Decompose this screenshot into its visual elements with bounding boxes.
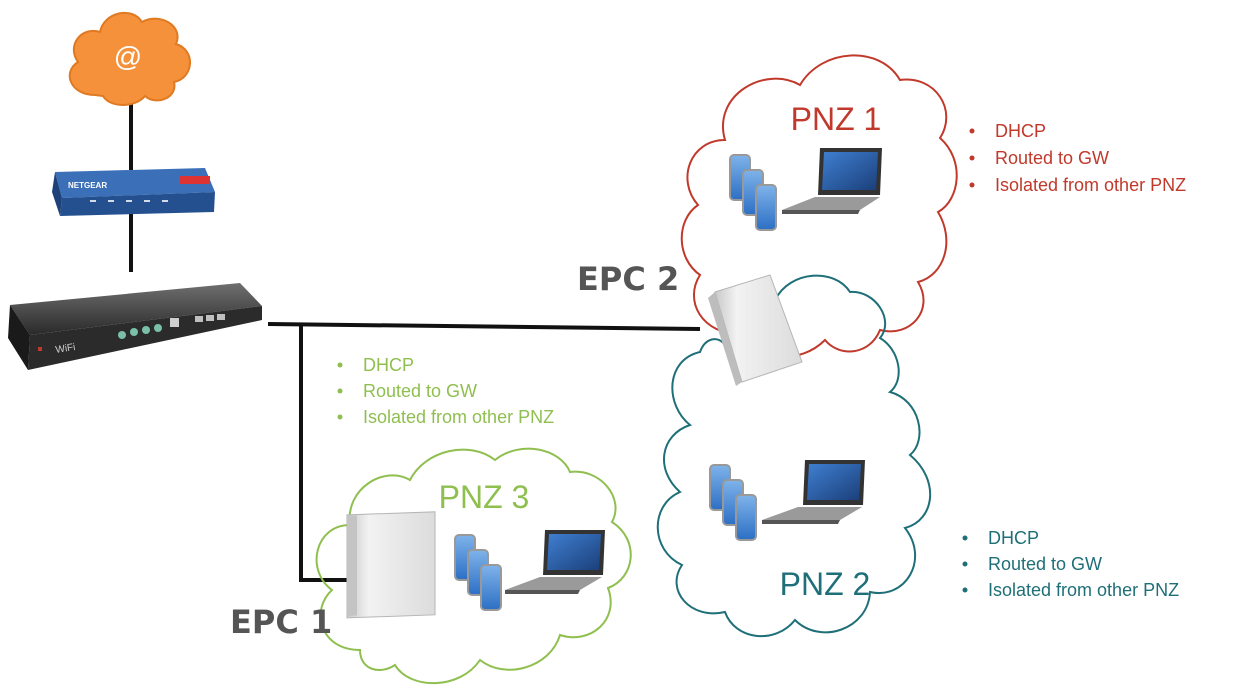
epc1-label: EPC 1: [230, 603, 332, 641]
at-icon: @: [114, 41, 142, 72]
pnz2-bullet-1: DHCP: [988, 528, 1039, 548]
pnz2-bullet-2: Routed to GW: [988, 554, 1102, 574]
connection-lines: [129, 100, 701, 582]
pnz3-devices: [454, 530, 605, 611]
pnz1-bullets: DHCP Routed to GW Isolated from other PN…: [969, 121, 1186, 195]
pnz1-title: PNZ 1: [791, 101, 882, 137]
pnz2-bullet-3: Isolated from other PNZ: [988, 580, 1179, 600]
pnz3-cloud: [315, 447, 632, 685]
epc2-label: EPC 2: [577, 260, 679, 298]
epc2-access-point: [708, 274, 803, 386]
phone-icon: [709, 464, 757, 541]
phone-icon: [454, 534, 502, 611]
epc1-access-point: [346, 511, 436, 619]
pnz1-devices: [729, 148, 882, 231]
pnz3-bullet-1: DHCP: [363, 355, 414, 375]
pnz3-bullet-3: Isolated from other PNZ: [363, 407, 554, 427]
pnz2-cloud: [656, 274, 932, 638]
controller-device: WiFi: [8, 283, 262, 370]
laptop-icon: [782, 148, 882, 214]
pnz2-devices: [709, 460, 865, 541]
router-device: NETGEAR: [52, 168, 215, 216]
pnz1-bullet-1: DHCP: [995, 121, 1046, 141]
controller-epc2-link: [267, 322, 701, 331]
pnz3-bullets: DHCP Routed to GW Isolated from other PN…: [337, 355, 554, 427]
pnz1-cloud: [680, 54, 958, 358]
internet-cloud: @: [68, 12, 191, 106]
phone-icon: [729, 154, 777, 231]
pnz3-bullet-2: Routed to GW: [363, 381, 477, 401]
laptop-icon: [762, 460, 865, 524]
pnz2-title: PNZ 2: [780, 566, 871, 602]
controller-label: WiFi: [55, 342, 76, 356]
router-brand: NETGEAR: [68, 181, 107, 190]
pnz2-bullets: DHCP Routed to GW Isolated from other PN…: [962, 528, 1179, 600]
controller-epc1-link: [299, 324, 350, 582]
pnz3-title: PNZ 3: [439, 479, 530, 515]
pnz1-bullet-3: Isolated from other PNZ: [995, 175, 1186, 195]
laptop-icon: [505, 530, 605, 594]
pnz1-bullet-2: Routed to GW: [995, 148, 1109, 168]
